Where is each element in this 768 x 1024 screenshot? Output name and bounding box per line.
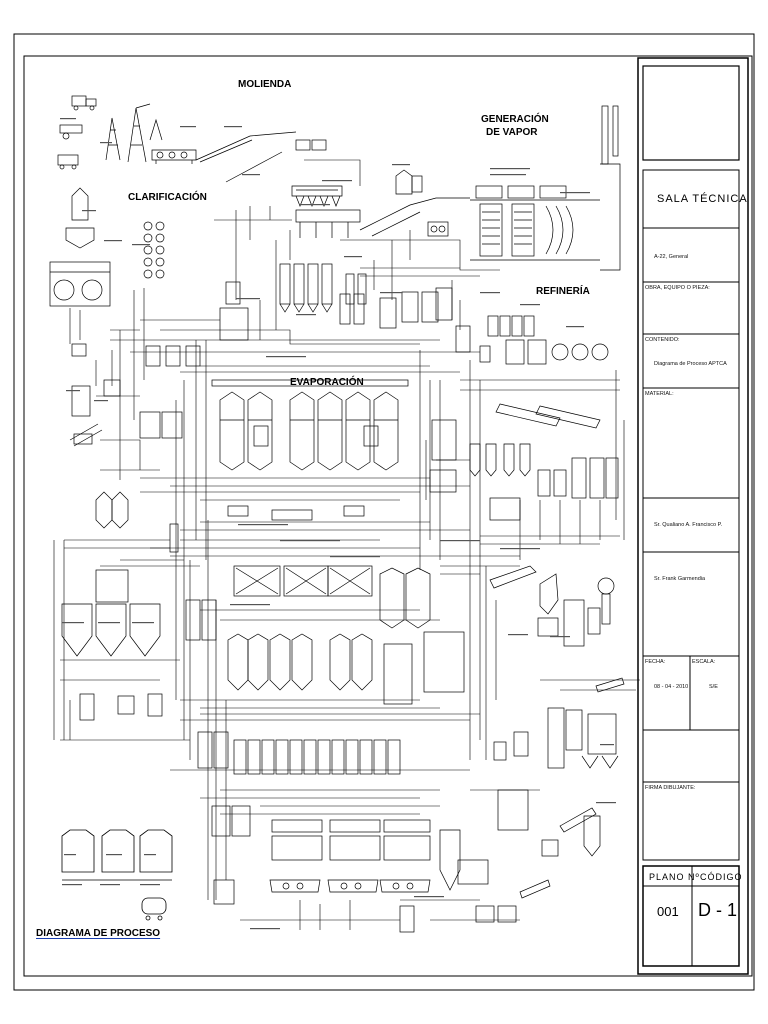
title-block-codigo-label: CÓDIGO — [700, 872, 743, 882]
title-block-person-2: Sr. Frank Garmendia — [654, 576, 706, 582]
drying-packing-equipment — [489, 565, 625, 899]
section-generacion-de-vapor-line1: GENERACIÓN — [481, 114, 549, 125]
title-block-firma-label: FIRMA DIBUJANTE: — [645, 785, 696, 791]
title-block-frame — [637, 57, 749, 975]
section-generacion-de-vapor-line2: DE VAPOR — [486, 127, 538, 138]
diagram-title: DIAGRAMA DE PROCESO — [36, 928, 161, 939]
small-annotations — [60, 118, 616, 930]
title-block-plano-label: PLANO Nº — [649, 872, 700, 882]
title-block-fecha-label: FECHA: — [645, 659, 666, 665]
section-clarificacion: CLARIFICACIÓN — [128, 192, 207, 203]
title-block-codigo-value: D - 1 — [698, 900, 738, 920]
title-block-plano-value: 001 — [657, 904, 679, 919]
molienda-equipment — [57, 95, 367, 341]
storage-tanks — [61, 829, 173, 921]
title-block-contenido-value: Diagrama de Proceso APTCA — [654, 361, 727, 367]
inner-frame — [23, 55, 753, 977]
title-block-person-1: Sr. Qualiano A. Francisco P. — [654, 522, 723, 528]
title-block-company: SALA TÉCNICA — [657, 193, 748, 205]
title-block-reference: A-22, General — [654, 254, 689, 260]
title-block-escala-label: ESCALA: — [692, 659, 716, 665]
section-evaporacion: EVAPORACIÓN — [290, 377, 364, 388]
pipe-network — [53, 159, 640, 930]
title-block-obra-label: OBRA, EQUIPO O PIEZA: — [645, 285, 710, 291]
section-molienda: MOLIENDA — [238, 79, 292, 90]
boiler-equipment — [359, 105, 621, 271]
pans-crystallizers — [185, 565, 517, 933]
outer-frame — [13, 33, 755, 991]
evaporacion-equipment — [211, 287, 453, 521]
title-block-fecha-value: 08 - 04 - 2010 — [654, 684, 689, 690]
section-refineria: REFINERÍA — [536, 286, 590, 297]
clarificacion-equipment — [49, 187, 201, 721]
refineria-equipment — [429, 315, 619, 521]
title-block-contenido-label: CONTENIDO: — [645, 337, 680, 343]
title-block-escala-value: S/E — [709, 684, 718, 690]
title-block-material-label: MATERIAL: — [645, 391, 674, 397]
